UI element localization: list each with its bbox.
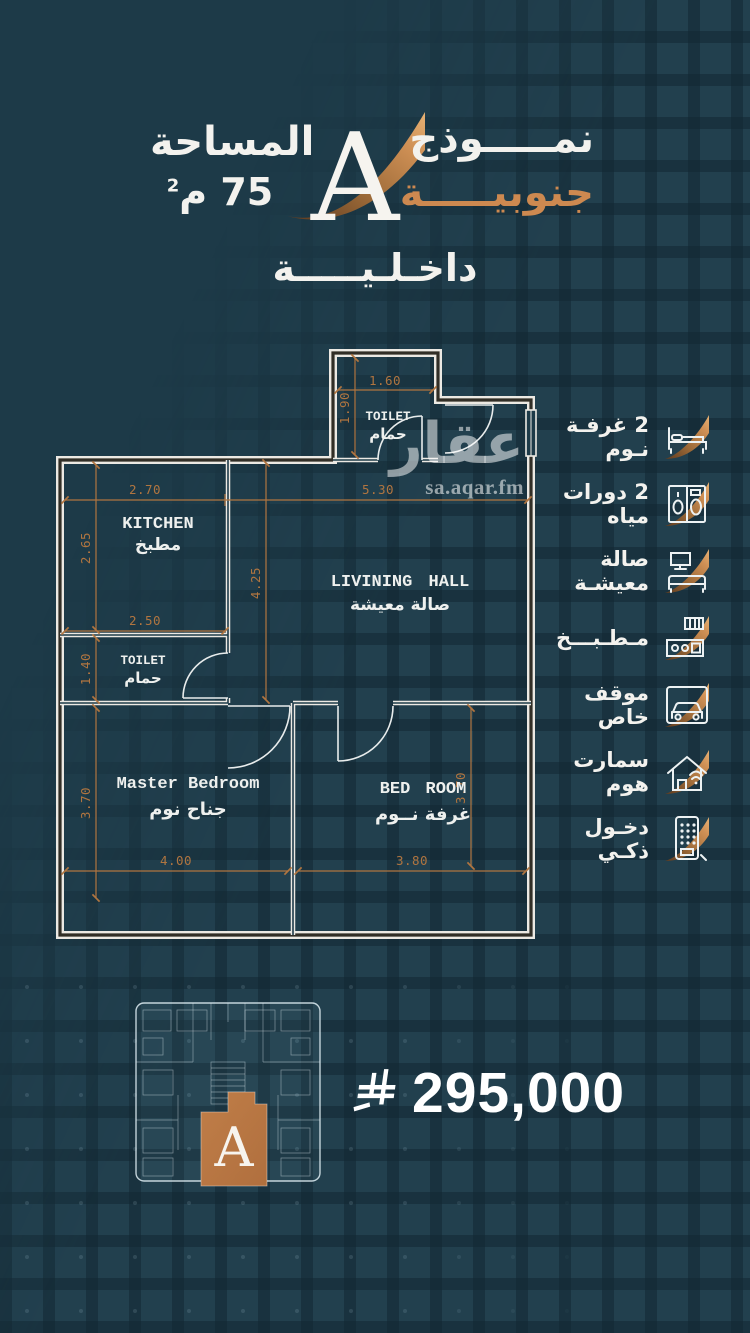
model-title-line2: جنوبيـــــة [399, 170, 594, 216]
room-label-toilet-top-ar: حمام [369, 425, 407, 443]
toilet-icon [659, 476, 715, 532]
living-hall-icon [659, 543, 715, 599]
dim-toilet-master-h: 1.40 [78, 653, 93, 685]
unit-a-highlight [200, 1091, 268, 1187]
area-value: 75 م2 [166, 170, 274, 214]
dimension-lines [60, 353, 533, 903]
kitchen-icon [659, 610, 715, 666]
building-overview-plan: A [133, 1000, 325, 1196]
dim-hall-w: 5.30 [362, 482, 394, 497]
model-title: نمـــــوذج جنوبيـــــة [399, 112, 594, 220]
feature-label: صالة معيشـة [574, 546, 649, 595]
bed-icon [659, 409, 715, 465]
dim-kitchen-w: 2.70 [129, 482, 161, 497]
feature-label: دخـول ذكـي [584, 814, 649, 863]
room-label-hall-ar: صالة معيشة [350, 595, 450, 615]
room-label-bedroom-en: BED ROOM [380, 780, 467, 799]
floor-plan: 1.60 1.90 2.70 5.30 2.65 4.25 2.50 1.40 … [48, 338, 538, 948]
feature-label: 2 دورات مياه [562, 479, 649, 528]
model-letter-emblem: A [281, 98, 433, 249]
feature-label: 2 غرفـة نـوم [565, 412, 649, 461]
price-block: 295,000 [352, 1060, 625, 1126]
dim-kitchen-h: 2.65 [78, 532, 93, 564]
room-label-kitchen-en: KITCHEN [122, 515, 193, 534]
room-label-toilet-master-en: TOILET [120, 654, 166, 668]
feature-bathrooms: 2 دورات مياه [530, 479, 715, 528]
outer-walls [56, 349, 535, 939]
dim-toilet-top-h: 1.90 [337, 392, 352, 424]
background-dots-pattern [0, 960, 750, 1333]
saudi-riyal-symbol-icon [353, 1069, 396, 1112]
area-label: المساحة [150, 119, 315, 165]
feature-parking: موقف خاص [530, 680, 715, 729]
entry-window [525, 409, 537, 457]
dim-toilet-master-w: 2.50 [129, 613, 161, 628]
model-letter: A [310, 107, 401, 240]
feature-label: مـطـبـــخ [555, 625, 649, 650]
feature-living-hall: صالة معيشـة [530, 546, 715, 595]
dim-bedroom-h: 3.70 [453, 772, 468, 804]
feature-label: موقف خاص [584, 680, 649, 729]
room-label-bedroom-ar: غرفة نــوم [375, 804, 471, 825]
area-block: المساحة 75 م2 [150, 118, 315, 214]
feature-list: 2 غرفـة نـوم 2 دورات مياه [530, 412, 715, 863]
room-label-hall-en: LIVINING HALL [331, 573, 470, 592]
room-label-master-ar: جناح نوم [149, 799, 227, 820]
subtitle: داخـلـيـــــة [272, 246, 478, 290]
area-unit-sup: 2 [166, 175, 180, 197]
unit-letter: A [214, 1116, 255, 1179]
room-label-kitchen-ar: مطبخ [135, 535, 181, 555]
dim-master-w: 4.00 [160, 853, 192, 868]
smart-entry-icon [659, 811, 715, 867]
model-title-line1: نمـــــوذج [409, 116, 594, 162]
dim-bedroom-w: 3.80 [396, 853, 428, 868]
feature-bedrooms: 2 غرفـة نـوم [530, 412, 715, 461]
room-label-toilet-top-en: TOILET [365, 410, 411, 424]
door-arcs [182, 404, 494, 769]
smart-home-icon [659, 744, 715, 800]
feature-smart-home: سمارت هوم [530, 747, 715, 796]
price-amount: 295,000 [412, 1061, 626, 1125]
feature-label: سمارت هوم [573, 747, 649, 796]
parking-icon [659, 677, 715, 733]
feature-smart-entry: دخـول ذكـي [530, 814, 715, 863]
dim-master-h: 3.70 [78, 787, 93, 819]
building-room-lines [136, 1003, 320, 1177]
dim-hall-h: 4.25 [248, 567, 263, 599]
copper-swoosh-icon [287, 112, 425, 220]
room-label-toilet-master-ar: حمام [124, 669, 162, 687]
dim-toilet-top-w: 1.60 [369, 373, 401, 388]
room-label-master-en: Master Bedroom [117, 775, 260, 794]
feature-kitchen: مـطـبـــخ [530, 614, 715, 661]
